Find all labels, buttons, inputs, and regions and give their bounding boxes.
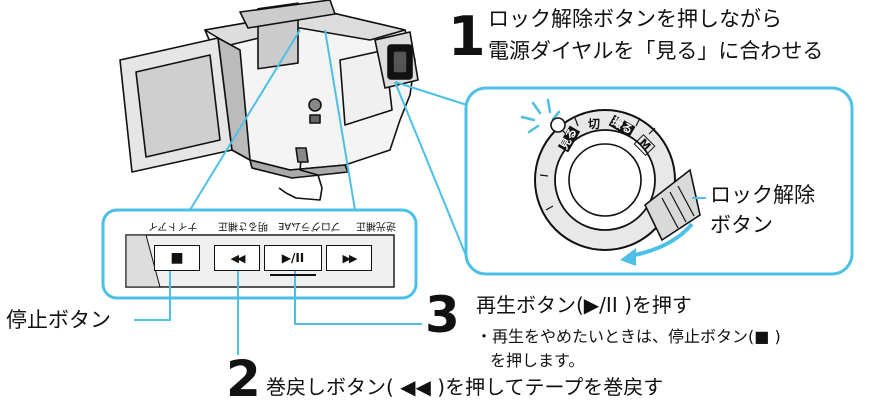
step1-number: 1 (448, 5, 486, 68)
play-underline (270, 274, 316, 276)
lock-release-button-label-line2: ボタン (710, 213, 773, 237)
panel-label-backlight: 逆光補正 (356, 220, 396, 231)
step3-note-line1: ・再生をやめたいときは、停止ボタン(■ ) (476, 327, 781, 346)
step1-line1: ロック解除ボタンを押しながら (488, 7, 782, 31)
play-pause-glyph: ▶/II (281, 251, 305, 265)
stop-glyph: ■ (170, 250, 184, 266)
rewind-glyph: ◀◀ (230, 251, 246, 265)
step3-note-line2: を押します。 (490, 351, 585, 370)
panel-label-brightness: 明るさ補正 (218, 220, 268, 231)
rewind-button[interactable]: ◀◀ (214, 245, 260, 271)
step1-line2: 電源ダイヤルを「見る」に合わせる (488, 39, 824, 63)
step3-number: 3 (425, 286, 460, 344)
step3-title: 再生ボタン(▶/II )を押す (476, 293, 692, 317)
play-pause-button[interactable]: ▶/II (264, 245, 322, 271)
step2-number: 2 (226, 350, 261, 408)
fast-forward-button[interactable]: ▶▶ (326, 245, 372, 271)
dial-label-kiri: 切 (588, 117, 601, 131)
stop-button-label: 停止ボタン (6, 308, 111, 332)
camcorder-illustration (119, 0, 419, 201)
step2-text: 巻戻しボタン( ◀◀ )を押してテープを巻戻す (266, 375, 664, 399)
fast-forward-glyph: ▶▶ (342, 251, 358, 265)
panel-label-nightscope: ナイトアイ (148, 220, 198, 231)
lock-release-button-label-line1: ロック解除 (710, 183, 815, 207)
stop-button[interactable]: ■ (154, 245, 200, 271)
panel-label-program-ae: プログラムAE (278, 220, 341, 231)
